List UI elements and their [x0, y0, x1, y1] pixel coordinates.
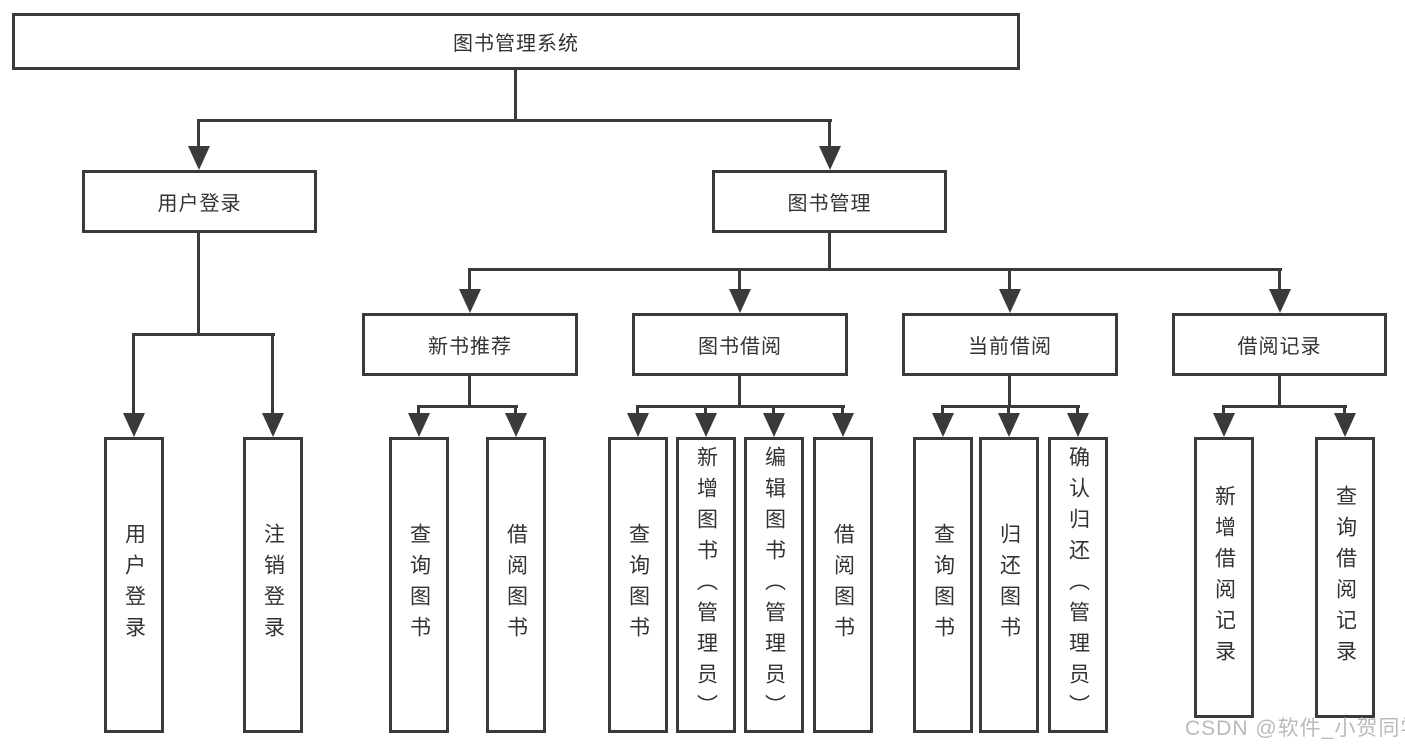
node-label: 归还图书: [997, 523, 1021, 647]
node-label: 借阅图书: [831, 523, 855, 647]
connector-drop: [772, 405, 775, 417]
connector-book-management-stem: [828, 233, 831, 271]
node-leaf-confirm-return-admin: 确认归还（管理员）: [1048, 437, 1108, 733]
connector-current-borrow-rail: [941, 405, 1080, 408]
node-book-borrowing: 图书借阅: [632, 313, 848, 376]
node-label: 借阅记录: [1237, 336, 1322, 358]
node-label: 查询借阅记录: [1333, 484, 1357, 671]
node-leaf-query-borrow-record: 查询借阅记录: [1315, 437, 1375, 718]
connector-drop-book-borrow: [738, 268, 741, 292]
node-book-management: 图书管理: [712, 170, 947, 233]
node-leaf-return-books: 归还图书: [979, 437, 1039, 733]
node-label: 新增借阅记录: [1212, 484, 1236, 671]
connector-book-management-rail: [468, 268, 1282, 271]
connector-root-stem: [514, 70, 517, 120]
connector-book-borrow-stem: [738, 376, 741, 407]
connector-user-login-stem: [197, 233, 200, 336]
arrowhead-down-icon: [998, 413, 1020, 437]
node-borrowing-records: 借阅记录: [1172, 313, 1387, 376]
node-label: 图书管理: [787, 193, 872, 215]
node-label: 确认归还（管理员）: [1066, 445, 1090, 725]
node-leaf-borrow-books-recommend: 借阅图书: [486, 437, 546, 733]
connector-drop: [841, 405, 844, 417]
node-leaf-edit-books-admin: 编辑图书（管理员）: [744, 437, 804, 733]
arrowhead-down-icon: [999, 289, 1021, 313]
arrowhead-down-icon: [1067, 413, 1089, 437]
arrowhead-down-icon: [262, 413, 284, 437]
node-leaf-query-books-recommend: 查询图书: [389, 437, 449, 733]
node-leaf-add-borrow-record: 新增借阅记录: [1194, 437, 1254, 718]
node-leaf-logout: 注销登录: [243, 437, 303, 733]
arrowhead-down-icon: [832, 413, 854, 437]
connector-drop-user-login: [197, 119, 200, 149]
node-leaf-query-books-current: 查询图书: [913, 437, 973, 733]
connector-drop-borrow-records: [1278, 268, 1281, 292]
arrowhead-down-icon: [763, 413, 785, 437]
node-current-borrowing: 当前借阅: [902, 313, 1118, 376]
connector-current-borrow-stem: [1008, 376, 1011, 407]
connector-new-book-stem: [468, 376, 471, 407]
node-label: 用户登录: [157, 193, 242, 215]
node-leaf-borrow-books: 借阅图书: [813, 437, 873, 733]
arrowhead-down-icon: [627, 413, 649, 437]
node-label: 新书推荐: [428, 336, 512, 358]
node-label: 图书借阅: [698, 336, 782, 358]
node-label: 新增图书（管理员）: [694, 445, 718, 725]
connector-borrow-records-rail: [1222, 405, 1347, 408]
node-root-library-management-system: 图书管理系统: [12, 13, 1020, 70]
arrowhead-down-icon: [408, 413, 430, 437]
node-label: 查询图书: [931, 523, 955, 647]
csdn-watermark: CSDN @软件_小贺同学: [1185, 717, 1405, 740]
node-label: 编辑图书（管理员）: [762, 445, 786, 725]
node-label: 借阅图书: [504, 523, 528, 647]
connector-user-login-rail: [132, 333, 275, 336]
arrowhead-down-icon: [932, 413, 954, 437]
connector-drop: [1076, 405, 1079, 417]
arrowhead-down-icon: [505, 413, 527, 437]
connector-drop: [514, 405, 517, 417]
node-user-login: 用户登录: [82, 170, 317, 233]
arrowhead-down-icon: [695, 413, 717, 437]
arrowhead-down-icon: [188, 146, 210, 170]
connector-book-borrow-rail: [636, 405, 845, 408]
connector-drop-leaf-user-login: [132, 333, 135, 415]
connector-drop-leaf-logout: [271, 333, 274, 415]
arrowhead-down-icon: [459, 289, 481, 313]
node-leaf-add-books-admin: 新增图书（管理员）: [676, 437, 736, 733]
node-label: 注销登录: [261, 523, 285, 647]
connector-drop-current-borrow: [1008, 268, 1011, 292]
node-leaf-query-books-borrow: 查询图书: [608, 437, 668, 733]
connector-drop: [1222, 405, 1225, 417]
connector-drop: [1343, 405, 1346, 417]
node-label: 图书管理系统: [453, 33, 579, 55]
connector-drop: [941, 405, 944, 417]
node-label: 用户登录: [122, 523, 146, 647]
connector-drop-new-book: [468, 268, 471, 292]
node-label: 查询图书: [407, 523, 431, 647]
connector-drop-book-management: [828, 119, 831, 149]
connector-new-book-rail: [417, 405, 518, 408]
connector-root-rail: [197, 119, 832, 122]
connector-drop: [417, 405, 420, 417]
arrowhead-down-icon: [1334, 413, 1356, 437]
connector-drop: [636, 405, 639, 417]
connector-borrow-records-stem: [1278, 376, 1281, 407]
node-label: 当前借阅: [968, 336, 1052, 358]
node-new-book-recommendation: 新书推荐: [362, 313, 578, 376]
node-leaf-user-login: 用户登录: [104, 437, 164, 733]
arrowhead-down-icon: [123, 413, 145, 437]
arrowhead-down-icon: [729, 289, 751, 313]
arrowhead-down-icon: [1213, 413, 1235, 437]
arrowhead-down-icon: [1269, 289, 1291, 313]
arrowhead-down-icon: [819, 146, 841, 170]
connector-drop: [1007, 405, 1010, 417]
connector-drop: [704, 405, 707, 417]
node-label: 查询图书: [626, 523, 650, 647]
